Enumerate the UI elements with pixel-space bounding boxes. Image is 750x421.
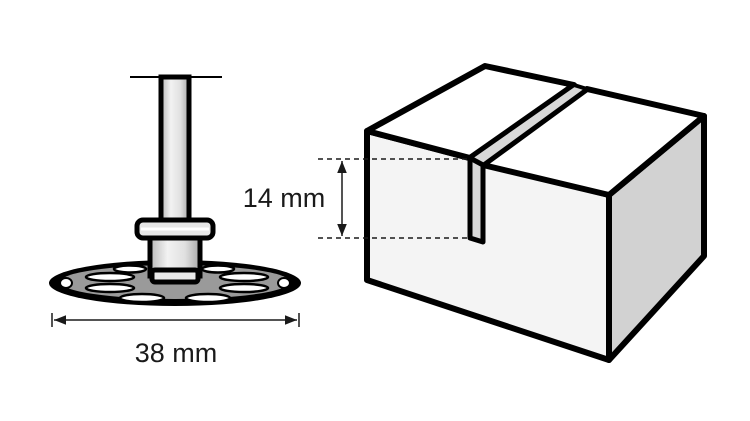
disc-hole <box>112 264 148 274</box>
disc-hole <box>118 292 166 304</box>
diameter-dimension <box>51 313 300 327</box>
mandrel-shaft <box>158 74 192 230</box>
mandrel-screw <box>134 217 216 285</box>
cutting-wheel-tool: 38 mm <box>49 74 301 368</box>
disc-hole <box>184 292 232 304</box>
depth-dimension <box>318 158 470 239</box>
disc-hole <box>218 282 270 294</box>
cut-block <box>364 63 707 363</box>
disc-hole <box>218 271 270 283</box>
disc-hole <box>84 282 136 294</box>
depth-label: 14 mm <box>243 183 326 213</box>
groove-slot <box>467 155 486 245</box>
disc-hole <box>84 271 136 283</box>
diameter-label: 38 mm <box>135 338 218 368</box>
disc-hole <box>200 264 236 274</box>
